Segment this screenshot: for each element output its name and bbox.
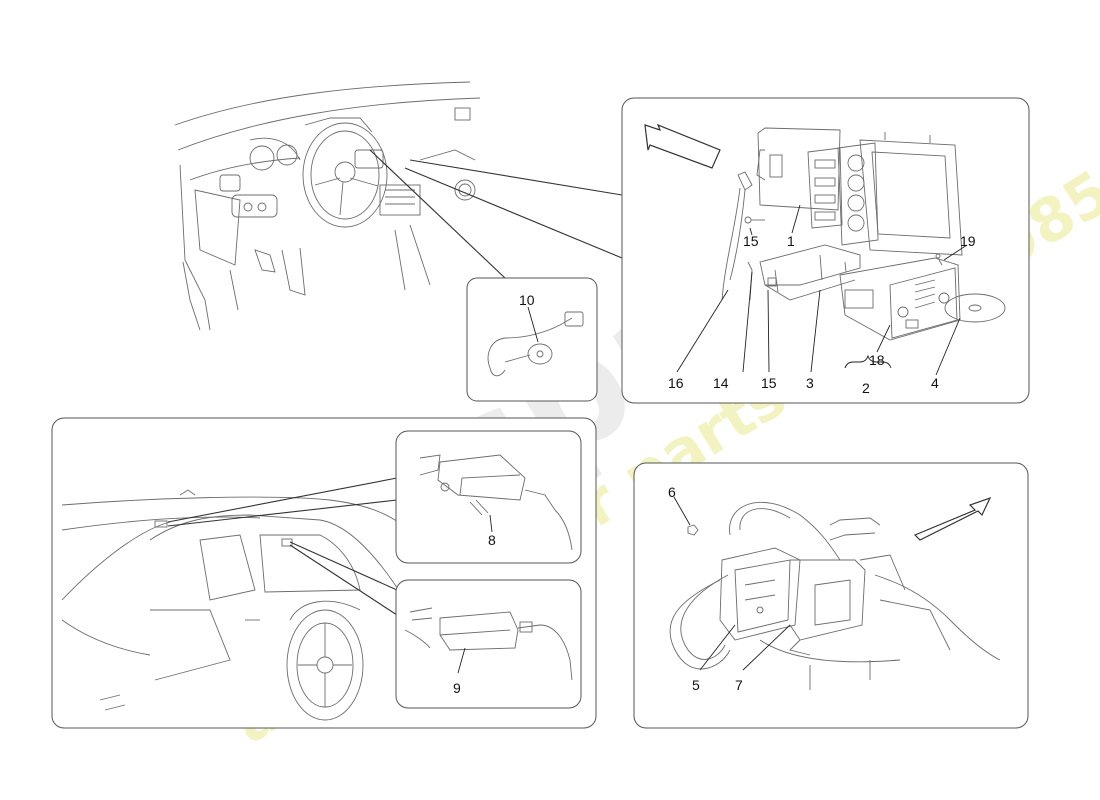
callout-6: 6 <box>668 484 676 500</box>
callout-5: 5 <box>692 677 700 693</box>
callout-18: 18 <box>869 352 885 368</box>
callout-7: 7 <box>735 677 743 693</box>
amplifier-inset-8 <box>395 430 582 564</box>
direction-arrow-icon-2 <box>913 496 992 541</box>
callout-2: 2 <box>862 380 870 396</box>
callout-15-bottom: 15 <box>761 375 777 391</box>
callout-10: 10 <box>519 292 535 308</box>
callout-15-top: 15 <box>743 233 759 249</box>
callout-8: 8 <box>488 532 496 548</box>
callout-4: 4 <box>931 375 939 391</box>
module-inset: 6 5 7 <box>633 462 1029 729</box>
callout-19: 19 <box>960 233 976 249</box>
direction-arrow-icon <box>644 123 721 169</box>
antenna-inset: 8 9 <box>51 417 597 729</box>
brace-icon <box>844 354 892 369</box>
callout-1: 1 <box>787 233 795 249</box>
callout-3: 3 <box>806 375 814 391</box>
microphone-inset: 10 <box>466 277 598 402</box>
leader-to-radio-inset <box>409 159 623 196</box>
dashboard-illustration <box>174 81 481 331</box>
amplifier-inset-9 <box>395 579 582 709</box>
radio-inset: 1 15 19 18 16 14 15 3 2 4 <box>621 97 1030 404</box>
callout-16: 16 <box>668 375 684 391</box>
callout-9: 9 <box>453 680 461 696</box>
callout-14: 14 <box>713 375 729 391</box>
radio-inset-frame <box>621 97 1030 404</box>
leader-to-microphone-inset <box>369 149 506 279</box>
leader-to-radio-inset-2 <box>404 167 623 259</box>
microphone-inset-frame <box>466 277 598 402</box>
